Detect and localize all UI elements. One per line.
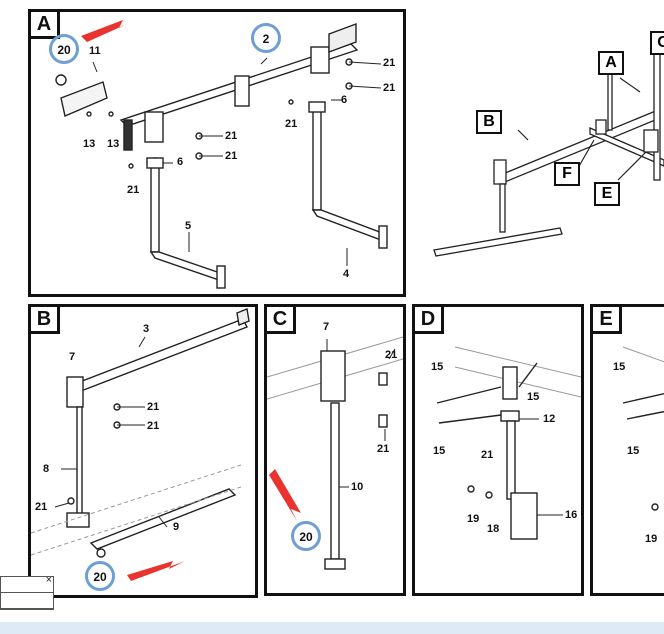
part-label: 6 bbox=[177, 156, 184, 168]
mini-window-row bbox=[1, 577, 53, 593]
part-label: 16 bbox=[565, 509, 578, 521]
panel-e-tag: E bbox=[593, 307, 622, 334]
part-label: 15 bbox=[433, 445, 446, 457]
panel-b-drawing bbox=[31, 308, 250, 581]
overview-callout-e: E bbox=[594, 182, 620, 206]
part-label: 21 bbox=[481, 449, 494, 461]
part-label: 21 bbox=[225, 150, 238, 162]
part-label: 21 bbox=[285, 118, 298, 130]
part-label: 9 bbox=[173, 521, 180, 533]
overview-drawing bbox=[433, 39, 664, 257]
overview-callout-f: F bbox=[554, 162, 580, 186]
part-label: 12 bbox=[543, 413, 556, 425]
part-label: 10 bbox=[351, 481, 364, 493]
panel-a-tag: A bbox=[31, 12, 60, 39]
part-label: 21 bbox=[147, 401, 160, 413]
part-label: 7 bbox=[323, 321, 330, 333]
panel-e-drawing bbox=[622, 346, 664, 511]
part-label: 5 bbox=[185, 220, 192, 232]
part-label: 4 bbox=[343, 268, 350, 280]
callout-highlight: 2 bbox=[251, 23, 281, 53]
part-label: 21 bbox=[127, 184, 140, 196]
part-label: 21 bbox=[35, 501, 48, 513]
overview-callout-a: A bbox=[598, 51, 624, 75]
panel-b-tag: B bbox=[31, 307, 60, 334]
part-label: 7 bbox=[69, 351, 76, 363]
panel-b: B 3 7 21 21 8 21 9 20 bbox=[28, 304, 258, 598]
part-label: 21 bbox=[377, 443, 390, 455]
part-label: 21 bbox=[383, 82, 396, 94]
mini-window[interactable]: × bbox=[0, 574, 54, 610]
panel-d-drawing bbox=[436, 346, 581, 540]
panel-c-drawing bbox=[267, 336, 403, 570]
overview-callout-b: B bbox=[476, 110, 502, 134]
part-label: 13 bbox=[107, 138, 120, 150]
part-label: 15 bbox=[431, 361, 444, 373]
part-label: 3 bbox=[143, 323, 150, 335]
part-label: 13 bbox=[83, 138, 96, 150]
part-label: 21 bbox=[385, 349, 398, 361]
part-label: 21 bbox=[225, 130, 238, 142]
part-label: 11 bbox=[89, 45, 101, 57]
part-label: 15 bbox=[527, 391, 540, 403]
panel-a: A 20 11 2 21 21 6 21 13 13 21 21 6 21 5 … bbox=[28, 9, 406, 297]
panel-c-tag: C bbox=[267, 307, 296, 334]
bottom-bar bbox=[0, 622, 664, 634]
part-label: 8 bbox=[43, 463, 50, 475]
part-label: 6 bbox=[341, 94, 348, 106]
panel-a-drawing bbox=[55, 20, 388, 289]
mini-window-row bbox=[1, 593, 53, 609]
part-label: 21 bbox=[147, 420, 160, 432]
part-label: 21 bbox=[383, 57, 396, 69]
panel-d-tag: D bbox=[415, 307, 444, 334]
overview-callout-c: C bbox=[650, 31, 664, 55]
part-label: 15 bbox=[627, 445, 640, 457]
callout-highlight: 20 bbox=[85, 561, 115, 591]
pointer-arrow bbox=[127, 561, 185, 581]
part-label: 19 bbox=[645, 533, 658, 545]
part-label: 18 bbox=[487, 523, 500, 535]
callout-highlight: 20 bbox=[49, 34, 79, 64]
panel-c: C 7 21 21 10 20 bbox=[264, 304, 406, 596]
pointer-arrow bbox=[81, 20, 127, 42]
callout-highlight: 20 bbox=[291, 521, 321, 551]
part-label: 19 bbox=[467, 513, 480, 525]
panel-d: D 15 15 12 15 21 19 18 16 bbox=[412, 304, 584, 596]
panel-e: E 15 15 19 bbox=[590, 304, 664, 596]
part-label: 15 bbox=[613, 361, 626, 373]
close-icon[interactable]: × bbox=[45, 574, 52, 586]
pointer-arrow bbox=[269, 469, 301, 521]
